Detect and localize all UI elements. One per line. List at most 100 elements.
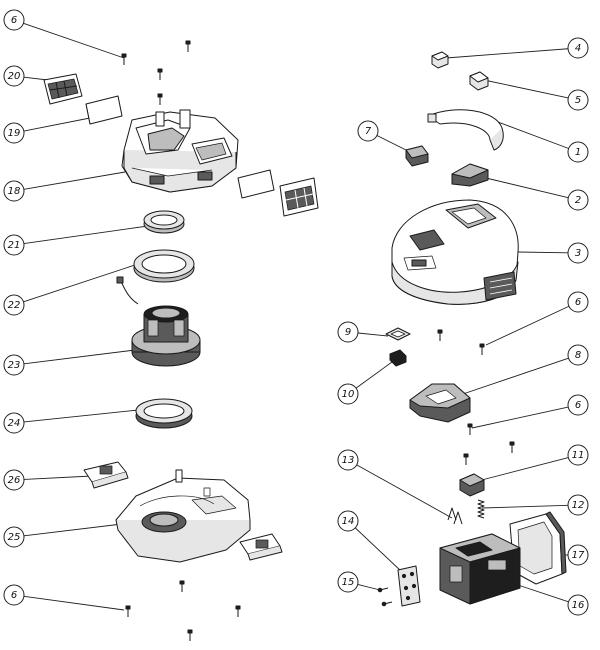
callout-circle	[337, 571, 359, 593]
connector-part-10	[389, 349, 407, 367]
callout-24: 24	[3, 412, 25, 434]
leader-line-3	[517, 251, 569, 254]
leader-lines	[23, 22, 570, 611]
leader-line-16	[517, 584, 569, 603]
callout-14: 14	[337, 510, 359, 532]
leader-line-23	[23, 349, 136, 365]
leader-line-6	[23, 595, 125, 611]
callout-16: 16	[567, 594, 589, 616]
control-box-part-16	[439, 533, 521, 605]
callout-circle	[567, 141, 589, 163]
leader-line-8	[459, 357, 569, 396]
leader-line-4	[445, 48, 569, 59]
callout-number: 6	[11, 15, 17, 26]
leader-line-26	[23, 475, 93, 480]
leader-line-6	[23, 22, 125, 59]
clip-part-26	[83, 461, 129, 489]
callout-circle	[3, 526, 25, 548]
callout-number: 8	[575, 350, 581, 361]
callout-8: 8	[567, 344, 589, 366]
callout-circle	[3, 412, 25, 434]
callout-circle	[337, 321, 359, 343]
cap-part-4	[431, 51, 449, 69]
handle-part-1	[427, 109, 504, 151]
callout-2: 2	[567, 189, 589, 211]
base-plate-part-25	[115, 469, 251, 563]
spring-part-12	[477, 499, 485, 519]
callout-18: 18	[3, 180, 25, 202]
callout-number: 7	[365, 126, 372, 137]
callout-11: 11	[567, 444, 589, 466]
block-part-5	[469, 71, 489, 91]
leader-line-5	[483, 79, 569, 99]
callout-number: 11	[572, 450, 585, 461]
callout-9: 9	[337, 321, 359, 343]
callout-number: 20	[8, 71, 21, 82]
callout-21: 21	[3, 234, 25, 256]
latch-part-11	[459, 473, 485, 497]
callout-circle	[337, 383, 359, 405]
callout-number: 21	[8, 240, 21, 251]
callout-number: 22	[8, 300, 21, 311]
callout-circle	[567, 594, 589, 616]
callout-number: 23	[8, 360, 21, 371]
ring-part-21	[143, 210, 185, 234]
callout-circle	[337, 510, 359, 532]
gasket-part-24	[135, 398, 193, 429]
callout-number: 9	[345, 327, 351, 338]
callout-6: 6	[567, 394, 589, 416]
callout-circle	[337, 449, 359, 471]
callout-number: 19	[8, 128, 21, 139]
leader-line-12	[481, 504, 569, 509]
switch-part-7	[405, 145, 429, 167]
grille-part-20-right	[279, 177, 319, 217]
motor-part-23	[116, 276, 201, 367]
callout-circle	[567, 494, 589, 516]
callout-circle	[3, 234, 25, 256]
leader-line-21	[23, 225, 149, 245]
callout-circle	[567, 89, 589, 111]
callout-22: 22	[3, 294, 25, 316]
callout-4: 4	[567, 37, 589, 59]
callout-circle	[3, 294, 25, 316]
callout-number: 3	[575, 248, 581, 259]
callout-23: 23	[3, 354, 25, 376]
screw-part-15	[377, 587, 393, 607]
plate-part-14	[397, 565, 421, 607]
callout-20: 20	[3, 65, 25, 87]
leader-line-15	[357, 583, 381, 591]
leader-line-24	[23, 409, 139, 423]
callout-circle	[357, 120, 379, 142]
leader-line-14	[354, 527, 403, 573]
callout-number: 15	[342, 577, 355, 588]
gasket-part-22	[133, 249, 195, 283]
callout-3: 3	[567, 242, 589, 264]
leader-line-22	[23, 263, 139, 303]
callout-7: 7	[357, 120, 379, 142]
callout-circle	[567, 291, 589, 313]
top-cover-part-3	[391, 199, 519, 305]
callout-number: 25	[8, 532, 21, 543]
clip-part-26-right	[239, 533, 283, 561]
callout-number: 24	[8, 418, 21, 429]
callout-circle	[3, 122, 25, 144]
callout-number: 12	[572, 500, 585, 511]
frame-part-17	[509, 511, 567, 585]
callout-number: 18	[8, 186, 21, 197]
callout-circle	[567, 189, 589, 211]
lock-cap-part-2	[451, 163, 489, 187]
leader-line-6	[471, 406, 569, 429]
callout-number: 10	[342, 389, 355, 400]
screw-part-6-right	[437, 329, 515, 465]
callout-25: 25	[3, 526, 25, 548]
callout-17: 17	[567, 544, 589, 566]
callout-number: 14	[342, 516, 355, 527]
callout-circle	[3, 354, 25, 376]
leader-line-11	[473, 457, 569, 483]
callout-circle	[567, 544, 589, 566]
callout-number: 2	[575, 195, 581, 206]
leader-line-2	[485, 177, 569, 199]
callout-circle	[3, 180, 25, 202]
